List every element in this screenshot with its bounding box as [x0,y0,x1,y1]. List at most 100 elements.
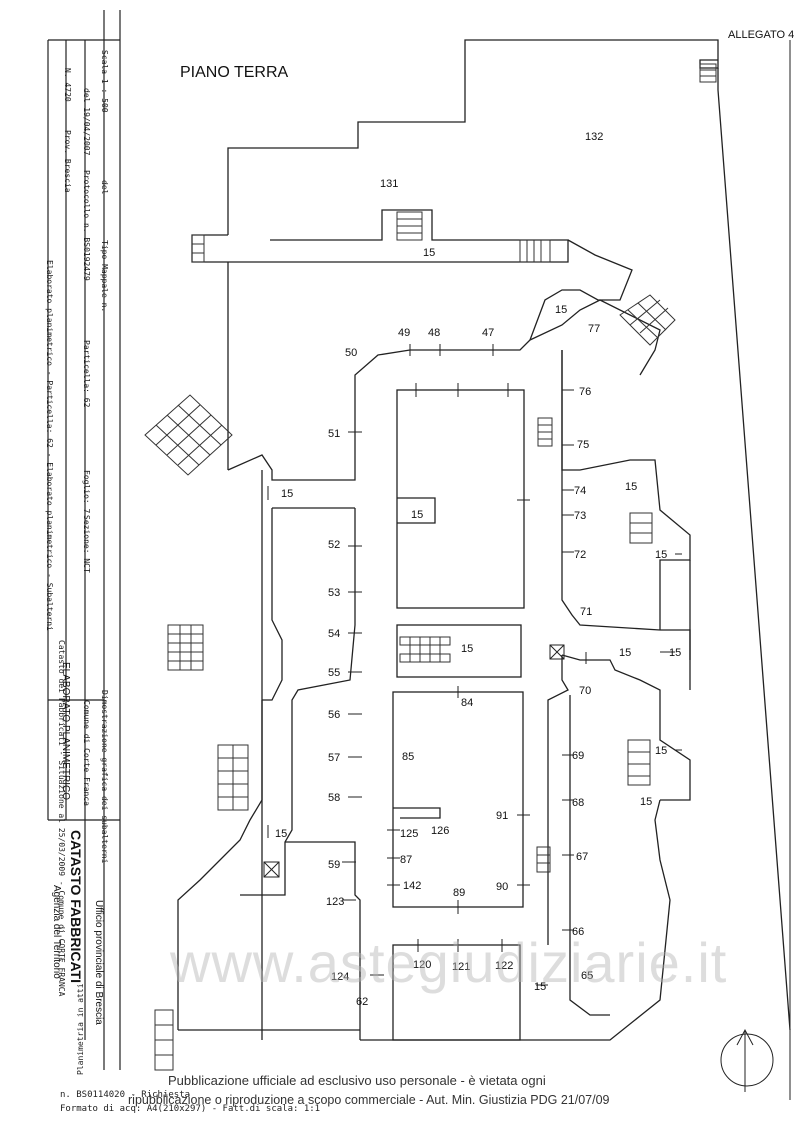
room-71: 71 [580,606,592,618]
header-foglio: Foglio: 7 [82,470,91,514]
room-131: 131 [380,178,398,190]
room-87: 87 [400,854,412,866]
notice-line-1: Pubblicazione ufficiale ad esclusivo uso… [168,1073,546,1088]
stair-grid-ne [619,294,676,346]
room-15: 15 [461,643,473,655]
room-15: 15 [423,247,435,259]
room-59: 59 [328,859,340,871]
room-121: 121 [452,961,470,973]
header-particella: Particella: 62 [82,340,91,408]
room-70: 70 [579,685,591,697]
room-125: 125 [400,828,418,840]
header-tipo-mappale: Tipo Mappale n. [100,240,109,313]
stair-right-entry [519,239,551,263]
room-15: 15 [411,509,423,521]
room-73: 73 [574,510,586,522]
room-15: 15 [625,481,637,493]
room-48: 48 [428,327,440,339]
header-prov: Prov. Brescia [63,130,72,193]
room-124: 124 [331,971,349,983]
north-arrow-icon [720,1028,774,1092]
room-76: 76 [579,386,591,398]
room-52: 52 [328,539,340,551]
header-comune: Comune di Corte Franca [82,700,91,806]
stair-grid-nw [144,394,233,476]
room-53: 53 [328,587,340,599]
room-74: 74 [574,485,586,497]
room-132: 132 [585,131,603,143]
room-122: 122 [495,960,513,972]
room-15: 15 [555,304,567,316]
room-89: 89 [453,887,465,899]
building-outline [177,39,791,1041]
labels: ALLEGATO 4 PIANO TERRA 131 132 15 15 15 … [180,29,794,1008]
header-n-label: N. 4720 [63,68,72,102]
room-15: 15 [281,488,293,500]
stair-grids [144,63,717,1071]
header-dimostrazione: Dimostrazione grafica dei subalterni [100,690,109,864]
header-sezione: Sezione: NCT [82,515,91,573]
footer-formato: Formato di acq: A4(210x297) - Fatt.di sc… [60,1104,321,1114]
room-47: 47 [482,327,494,339]
room-50: 50 [345,347,357,359]
room-55: 55 [328,667,340,679]
room-66: 66 [572,926,584,938]
stair-topright [699,63,717,83]
header-tipo-del: del [100,180,109,195]
stair-top [396,211,423,241]
stair-east3 [627,739,651,786]
notice-line-2: ripubblicazione o riproduzione a scopo c… [128,1093,610,1107]
room-15: 15 [619,647,631,659]
room-91: 91 [496,810,508,822]
stair-grid-w1 [167,624,204,671]
header-protocollo: Protocollo n. BS0192479 [82,170,91,281]
room-54: 54 [328,628,340,640]
room-15: 15 [640,796,652,808]
header-elaborato-line: Elaborato planimetrico - Particella: 62 … [45,260,54,631]
room-120: 120 [413,959,431,971]
stair-left-entry [191,234,205,263]
room-75: 75 [577,439,589,451]
header-ufficio: Ufficio provinciale di Brescia [93,900,104,1025]
stair-south [536,846,551,873]
room-15: 15 [669,647,681,659]
header-scala: Scala 1 : 500 [100,50,109,113]
room-56: 56 [328,709,340,721]
stair-center [399,636,451,663]
room-15: 15 [655,549,667,561]
header-planimetria: Planimetria in atti [76,983,85,1075]
room-57: 57 [328,752,340,764]
room-69: 69 [572,750,584,762]
stair-sw [154,1009,174,1071]
room-85: 85 [402,751,414,763]
room-49: 49 [398,327,410,339]
room-126: 126 [431,825,449,837]
room-15: 15 [655,745,667,757]
room-90: 90 [496,881,508,893]
room-15: 15 [534,981,546,993]
header-date-line: Catasto dei Fabbricati - Situazione al 2… [57,640,66,997]
room-62: 62 [356,996,368,1008]
allegato-label: ALLEGATO 4 [728,29,794,41]
room-72: 72 [574,549,586,561]
footer-richiesta: n. BS0114020 - Richiesta [60,1090,191,1100]
room-65: 65 [581,970,593,982]
room-15: 15 [275,828,287,840]
room-51: 51 [328,428,340,440]
room-68: 68 [572,797,584,809]
header-catasto: CATASTO FABBRICATI [68,830,84,983]
room-58: 58 [328,792,340,804]
header-del: del 19/04/2007 [82,88,91,156]
room-84: 84 [461,697,473,709]
room-142: 142 [403,880,421,892]
watermark: www.astegiudiziarie.it [170,931,728,994]
stair-east2 [629,512,653,544]
stair-grid-w2 [217,744,249,811]
unit-ticks [267,344,682,986]
floor-title: PIANO TERRA [180,64,289,81]
elevators [263,644,565,878]
room-123: 123 [326,896,344,908]
stair-east1 [537,417,553,447]
title-block [47,10,121,1070]
